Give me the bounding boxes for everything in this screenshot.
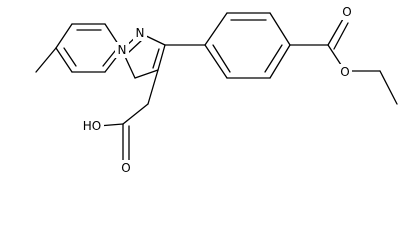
bond <box>157 44 166 71</box>
molecule-diagram: N N HO O O O <box>35 4 398 176</box>
atom-o-carbonyl-acid: O <box>119 160 133 176</box>
bond <box>122 103 149 125</box>
bond <box>55 23 73 49</box>
atom-n-imidazole: N <box>133 25 147 41</box>
double-bond-inner <box>264 44 283 73</box>
double-bond-inner <box>333 22 349 50</box>
ethyl-ester <box>289 18 398 105</box>
atom-label-o: O <box>340 65 349 79</box>
atom-label-ho: HO <box>83 119 101 133</box>
atom-o-carbonyl-ester: O <box>340 4 354 20</box>
bond <box>327 18 344 46</box>
bond <box>379 70 398 105</box>
structure-canvas: N N HO O O O <box>35 4 398 176</box>
bond <box>134 69 159 79</box>
bond <box>147 69 159 105</box>
atom-label-n: N <box>136 26 145 40</box>
acetic-acid-chain <box>97 69 159 161</box>
double-bond-inner <box>102 50 116 67</box>
bond <box>204 44 228 79</box>
methyl-bond <box>35 47 57 73</box>
atom-label-o: O <box>342 5 351 19</box>
atom-n-bridgehead: N <box>115 42 129 58</box>
benzene-ring <box>164 12 291 79</box>
pyridine-ring <box>55 23 123 73</box>
bond <box>55 47 73 73</box>
atom-label-o: O <box>121 161 130 175</box>
atom-o-ester: O <box>338 64 352 80</box>
atom-label-n: N <box>118 43 127 57</box>
bond <box>269 12 291 46</box>
double-bond-inner <box>212 44 231 73</box>
bond <box>269 44 291 79</box>
bond <box>204 12 228 46</box>
atom-oh-acid: HO <box>82 118 104 134</box>
double-bond-inner <box>63 47 77 67</box>
double-bond-inner <box>152 48 160 69</box>
double-bond-inner <box>127 39 143 54</box>
